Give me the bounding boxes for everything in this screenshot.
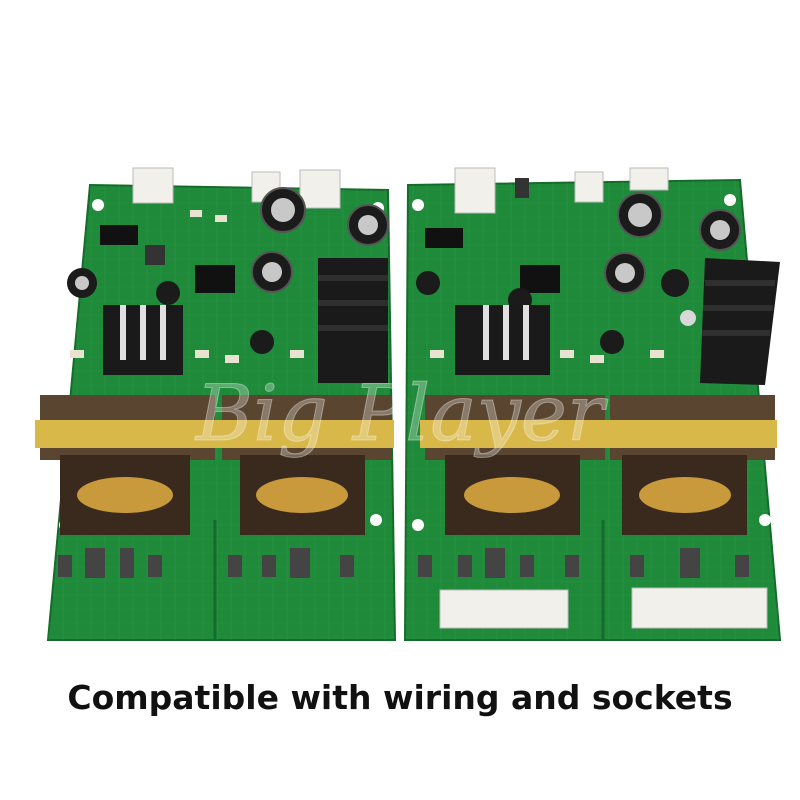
left-board <box>35 167 397 641</box>
product-photo: Big Player <box>35 167 782 641</box>
watermark: Big Player <box>194 369 609 459</box>
connector-icon <box>454 167 669 214</box>
right-board <box>403 167 782 641</box>
heatsink-icon <box>455 305 550 375</box>
caption: Compatible with wiring and sockets <box>67 678 733 717</box>
capacitor-icon <box>67 187 389 354</box>
capacitor-icon <box>416 192 741 354</box>
connector-icon <box>132 167 341 209</box>
heatsink-icon <box>318 258 388 383</box>
connector-icon <box>439 587 768 629</box>
heatsink-icon <box>103 305 183 375</box>
transformer-icon <box>35 395 394 535</box>
transformer-icon <box>420 395 777 535</box>
heatsink-icon <box>680 258 780 385</box>
